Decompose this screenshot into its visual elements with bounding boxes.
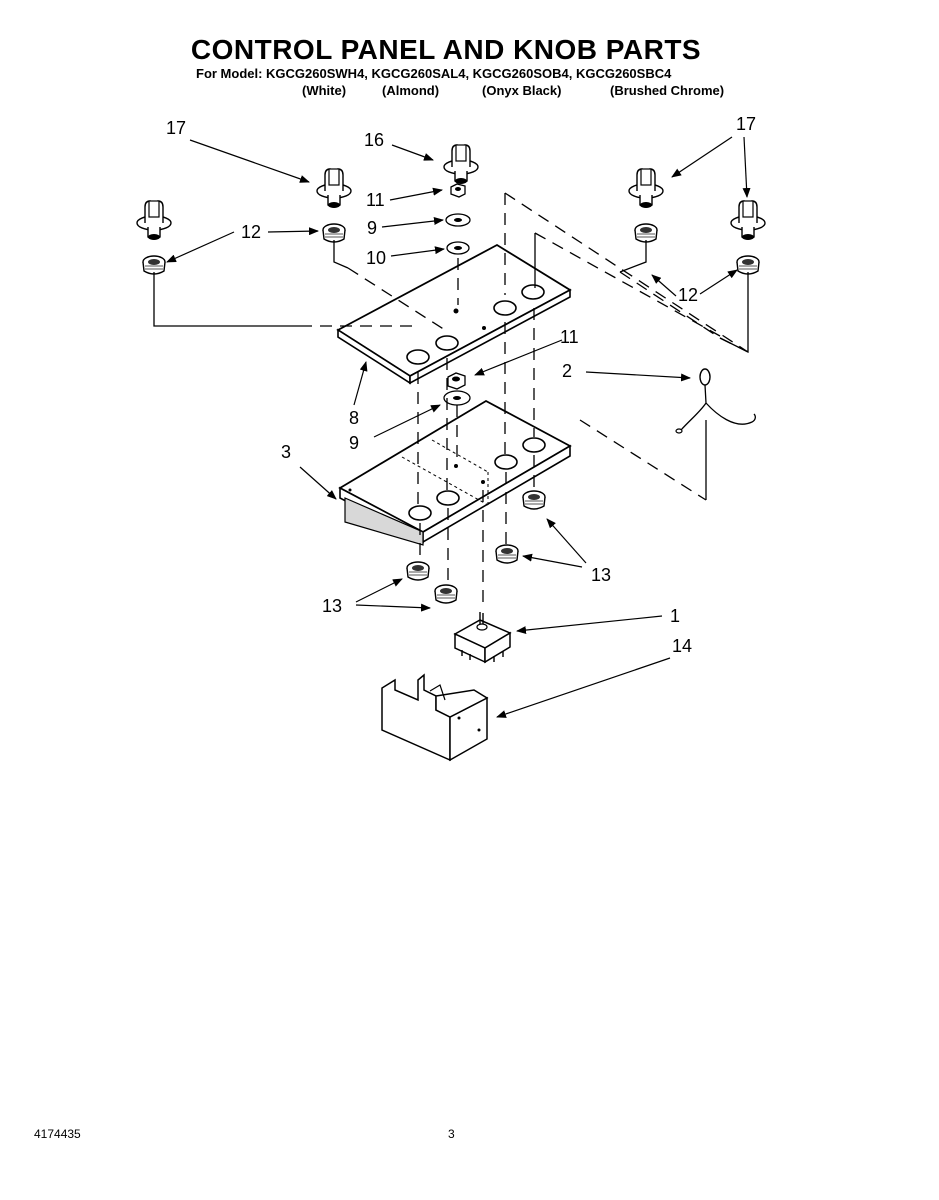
washer-icon [445,213,471,227]
control-panel-housing [338,399,572,546]
color-onyx-black: (Onyx Black) [482,83,562,98]
dashed-connection-lines [300,192,749,610]
bezel-icon [495,544,519,564]
bezel-icon [634,223,658,243]
color-brushed-chrome: (Brushed Chrome) [610,83,725,98]
bezel-icon [142,255,166,275]
control-panel-overlay [336,243,572,385]
washer-icon [446,241,470,255]
callout-8: 8 [349,408,359,428]
callout-13-left: 13 [322,596,342,616]
color-white: (White) [302,83,347,98]
callout-11-top: 11 [366,190,385,210]
callout-16: 16 [364,130,384,150]
callout-9-mid: 9 [349,433,359,453]
bezel-icon [522,490,546,510]
callout-14: 14 [672,636,692,656]
callout-13-right: 13 [591,565,611,585]
callout-11-mid: 11 [560,327,579,347]
color-almond: (Almond) [382,83,440,98]
callout-9-top: 9 [367,218,377,238]
callout-12-left: 12 [241,222,261,242]
wire-harness-icon [675,368,756,434]
bezel-icon [736,255,760,275]
bracket-icon [381,673,489,762]
nut-icon [450,183,466,198]
callout-1: 1 [670,606,680,626]
knob-icon [628,168,664,209]
callout-17-right: 17 [736,114,756,134]
bezel-icon [322,223,346,243]
callout-12-right: 12 [678,285,698,305]
model-line: For Model: KGCG260SWH4, KGCG260SAL4, KGC… [196,66,672,81]
callout-3: 3 [281,442,291,462]
bezel-icon [434,584,458,604]
knob-icon [136,200,172,241]
washer-icon [443,390,471,406]
callout-17-left: 17 [166,118,186,138]
switch-icon [453,612,512,664]
knob-icon [730,200,766,241]
page-title: CONTROL PANEL AND KNOB PARTS [190,34,702,65]
leader-arrows [166,136,751,718]
knob-icon [316,168,352,209]
document-number: 4174435 [34,1127,81,1141]
bezel-icon [406,561,430,581]
knob-icon [443,144,479,185]
callout-2: 2 [562,361,572,381]
callout-10: 10 [366,248,386,268]
page-number: 3 [448,1127,455,1141]
nut-icon [447,372,466,390]
